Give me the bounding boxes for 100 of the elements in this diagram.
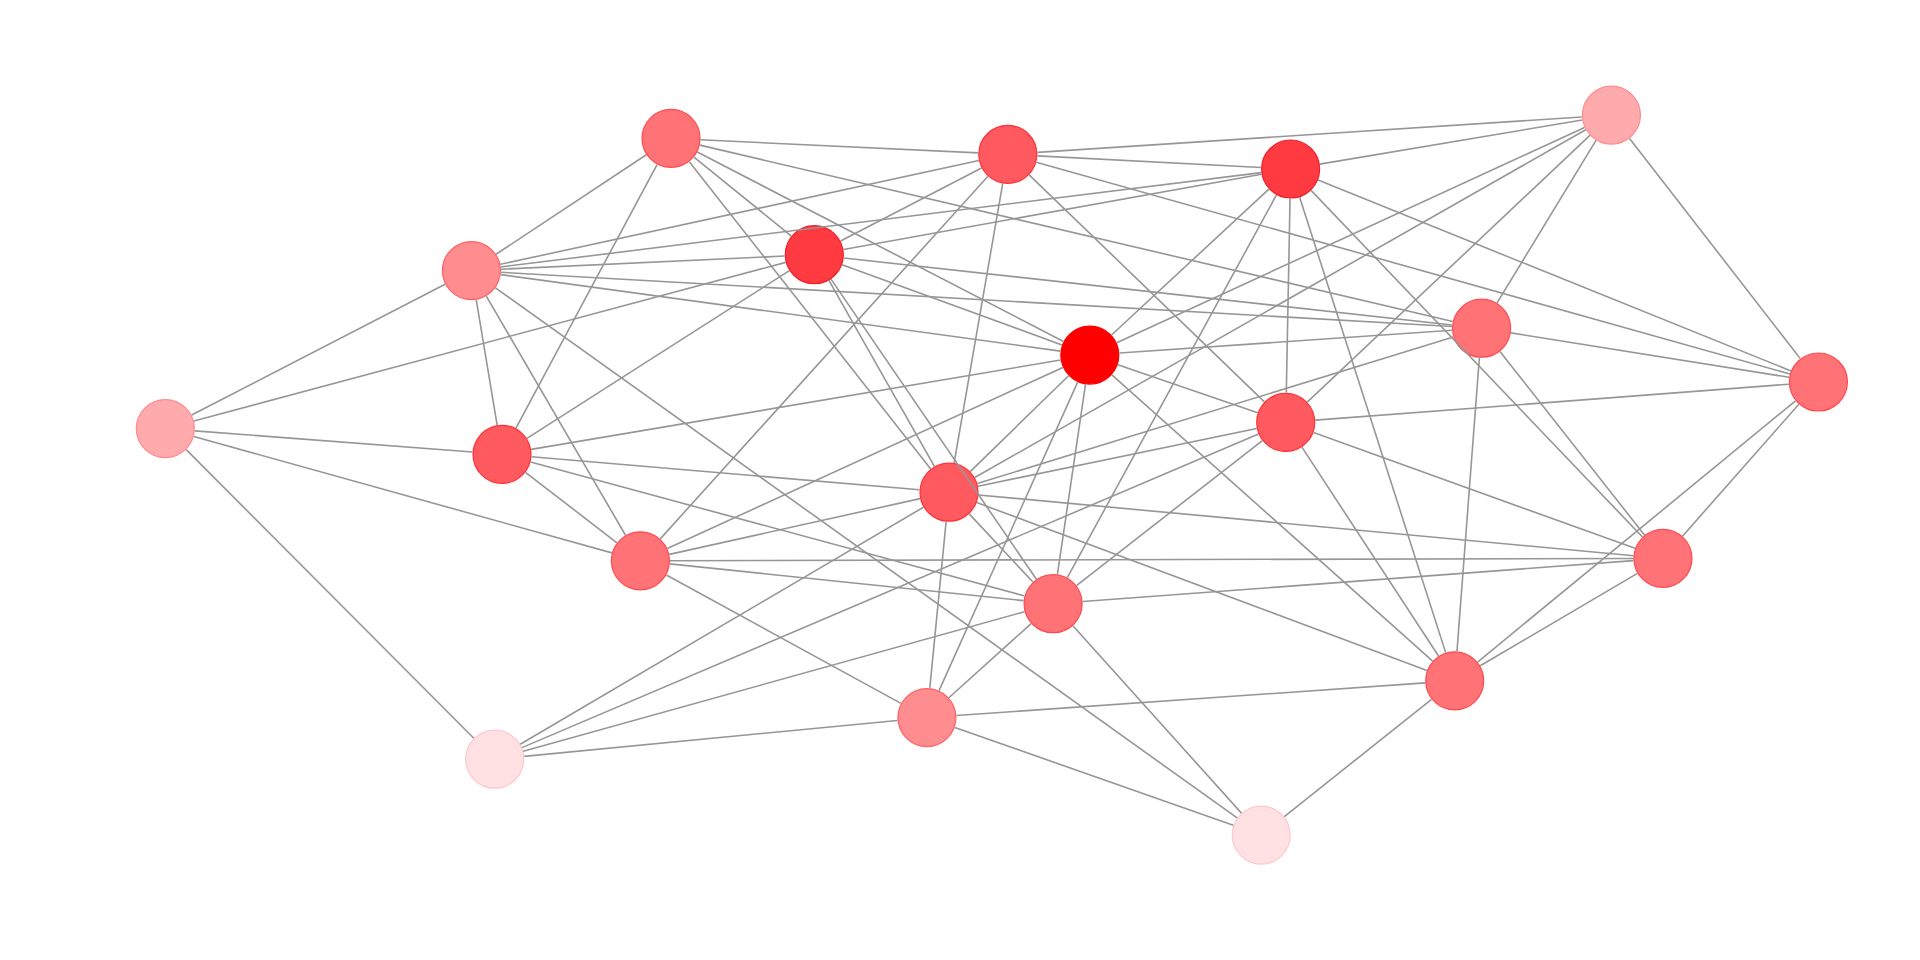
graph-node (1256, 392, 1316, 452)
graph-node (1060, 325, 1120, 385)
edge-line (485, 295, 627, 537)
edge-line (830, 278, 1038, 581)
edge-line (1066, 194, 1278, 579)
graph-node (1023, 574, 1083, 634)
edge-line (190, 283, 446, 416)
edge-line (194, 430, 474, 453)
edge-line (1479, 572, 1639, 667)
edge-line (977, 427, 1258, 487)
edge-line (1056, 383, 1087, 576)
edge-line (523, 719, 899, 758)
edge-line (529, 461, 1026, 597)
graph-node (1788, 352, 1848, 412)
edge-line (841, 264, 1063, 346)
edge-line (1110, 188, 1270, 336)
edge-line (499, 273, 1062, 352)
edge-line (522, 610, 1026, 753)
edge-line (1118, 329, 1453, 354)
edge-line (500, 255, 786, 271)
edge-line (530, 359, 1062, 451)
edge-line (1306, 134, 1591, 403)
edge-line (696, 151, 1065, 343)
edge-line (954, 726, 1235, 827)
edge-line (1499, 350, 1646, 536)
edge-line (1035, 161, 1791, 375)
edge-line (659, 175, 989, 540)
edge-line (500, 271, 1453, 328)
edge-line (693, 156, 793, 237)
edge-line (515, 163, 658, 429)
edge-line (828, 279, 936, 468)
edge-line (973, 128, 1587, 479)
edge-line (1310, 189, 1644, 538)
edge-line (1111, 374, 1434, 662)
edge-line (475, 299, 498, 426)
edge-line (699, 144, 1454, 323)
edge-line (948, 622, 1032, 699)
edge-line (1496, 139, 1597, 304)
edge-line (1312, 431, 1636, 550)
edge-line (193, 261, 787, 422)
edge-line (500, 171, 1263, 268)
edge-line (1285, 197, 1291, 394)
edge-line (666, 366, 1064, 550)
edge-line (1283, 698, 1433, 818)
edge-line (1319, 119, 1584, 165)
edge-line (665, 574, 902, 705)
edge-line (955, 682, 1426, 717)
graph-node (784, 225, 844, 285)
edge-line (968, 513, 1034, 583)
edge-line (1075, 439, 1264, 587)
graph-node (465, 729, 525, 789)
graph-node (1261, 139, 1321, 199)
edge-line (1301, 446, 1440, 657)
edge-line (975, 501, 1428, 672)
edge-line (969, 374, 1070, 473)
edge-line (530, 456, 921, 491)
edge-line (1510, 332, 1790, 379)
edge-line (193, 435, 613, 554)
edge-line (669, 557, 1635, 562)
edge-line (938, 381, 1079, 692)
graph-node (441, 241, 501, 301)
edge-line (495, 153, 648, 256)
edge-line (499, 159, 980, 266)
edge-line (977, 494, 1635, 557)
graph-node (1581, 85, 1641, 145)
edge-line (688, 160, 932, 470)
graph-node (1425, 651, 1485, 711)
edge-line (1115, 126, 1586, 344)
graph-node (978, 124, 1038, 184)
edge-line (1036, 155, 1262, 169)
edge-line (1081, 559, 1635, 603)
edge-line (524, 471, 618, 544)
edge-line (1317, 179, 1792, 372)
edge-line (1036, 116, 1583, 154)
edge-line (1456, 356, 1481, 653)
edge-line (185, 448, 475, 740)
edge-line (1117, 363, 1259, 414)
graph-node (1231, 805, 1291, 865)
edge-line (669, 563, 1025, 602)
edge-line (1298, 196, 1447, 654)
edge-line (1476, 400, 1797, 663)
edge-line (1314, 383, 1790, 421)
graph-node (472, 424, 532, 484)
edge-line (1072, 624, 1243, 814)
edge-line (668, 497, 921, 556)
edge-line (519, 506, 925, 745)
edge-line (839, 167, 983, 242)
edge-line (1028, 174, 1266, 403)
edge-line (976, 336, 1455, 485)
edge-line (494, 287, 1238, 819)
edge-line (842, 257, 1453, 326)
edge-line (1628, 137, 1802, 360)
graph-node (1452, 298, 1512, 358)
graph-node (641, 108, 701, 168)
edge-line (1681, 403, 1800, 537)
edge-line (521, 433, 1260, 749)
graph-node (897, 688, 957, 748)
edge-line (526, 269, 791, 440)
edge-line (929, 520, 947, 689)
edge-line (699, 139, 980, 154)
